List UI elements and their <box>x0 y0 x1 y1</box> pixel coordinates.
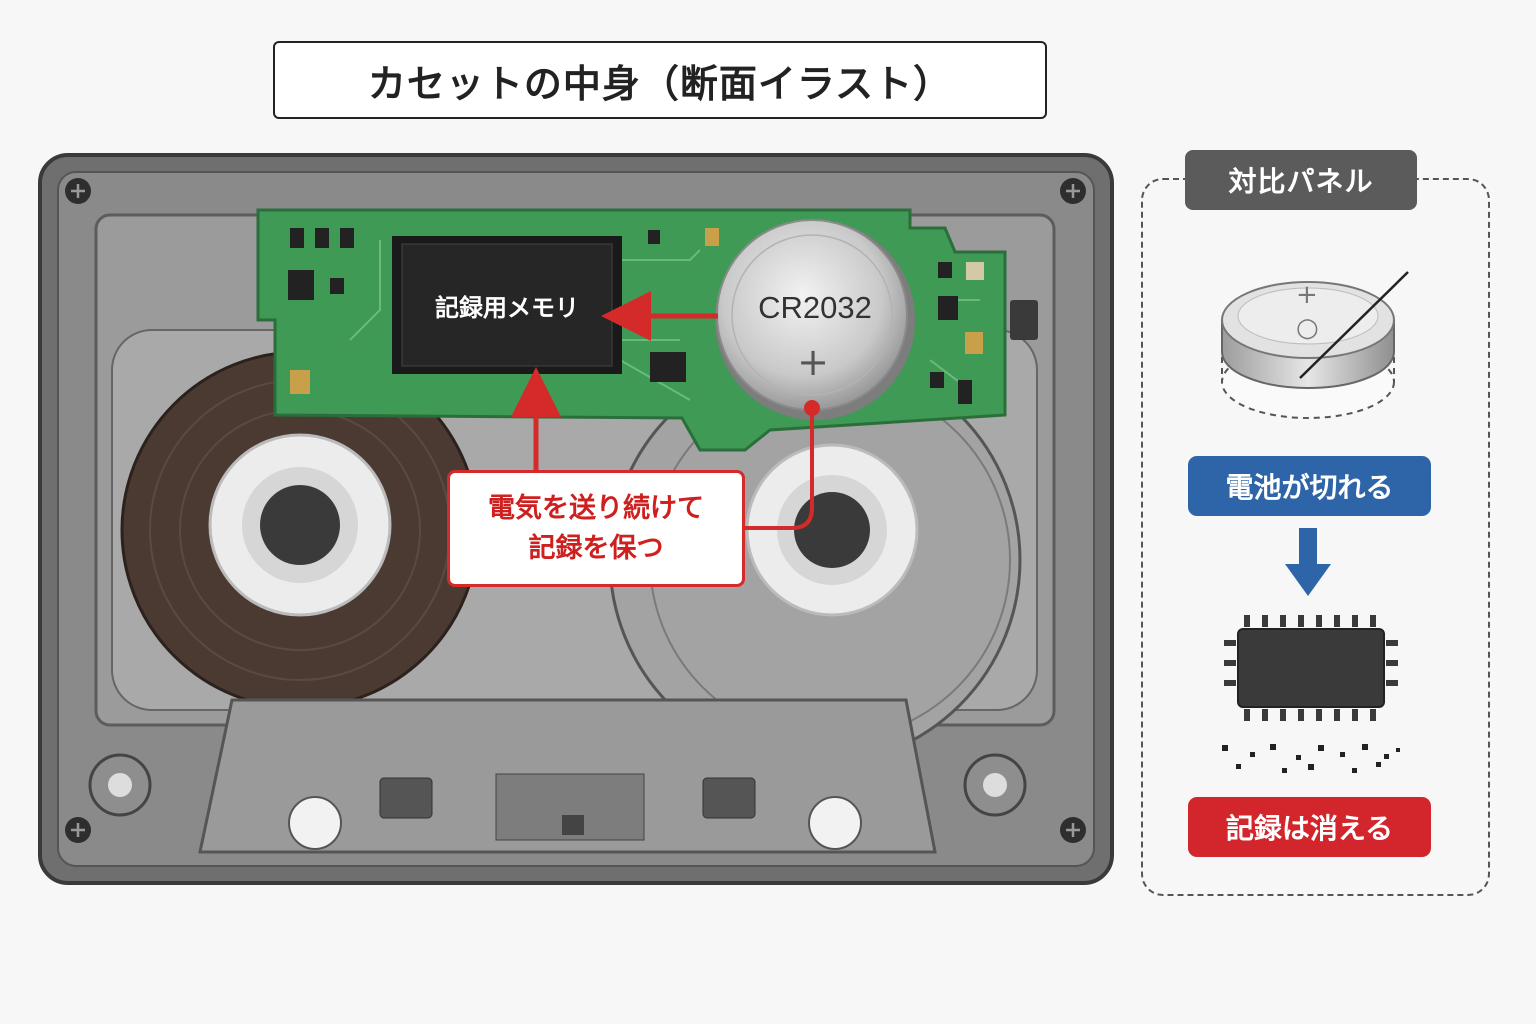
circuit-board <box>256 208 1038 452</box>
battery-label: CR2032 <box>758 290 872 325</box>
comparison-panel-title: 対比パネル <box>1185 150 1417 210</box>
left-tape-reel <box>120 350 480 710</box>
memory-chip-icon <box>1222 615 1400 773</box>
page-title: カセットの中身（断面イラスト） <box>273 41 1047 119</box>
coin-battery <box>715 219 915 420</box>
cell-minus-icon: ○ <box>1296 313 1319 343</box>
connection-arrows <box>511 291 820 530</box>
battery-plus-icon: + <box>797 340 829 384</box>
callout-box: 電気を送り続けて 記録を保つ <box>447 470 745 587</box>
right-tape-reel <box>608 353 1022 767</box>
coin-cell-icon <box>1221 271 1409 419</box>
callout-line-2: 記録を保つ <box>528 532 664 564</box>
memory-erased-badge: 記録は消える <box>1188 797 1431 857</box>
memory-chip <box>392 236 622 374</box>
cell-plus-icon: + <box>1296 280 1318 310</box>
memory-chip-label: 記録用メモリ <box>435 293 579 322</box>
callout-line-1: 電気を送り続けて <box>488 493 704 525</box>
battery-dies-badge: 電池が切れる <box>1188 456 1431 516</box>
down-arrow-icon <box>1285 528 1331 596</box>
cassette-head-area <box>88 698 1027 854</box>
